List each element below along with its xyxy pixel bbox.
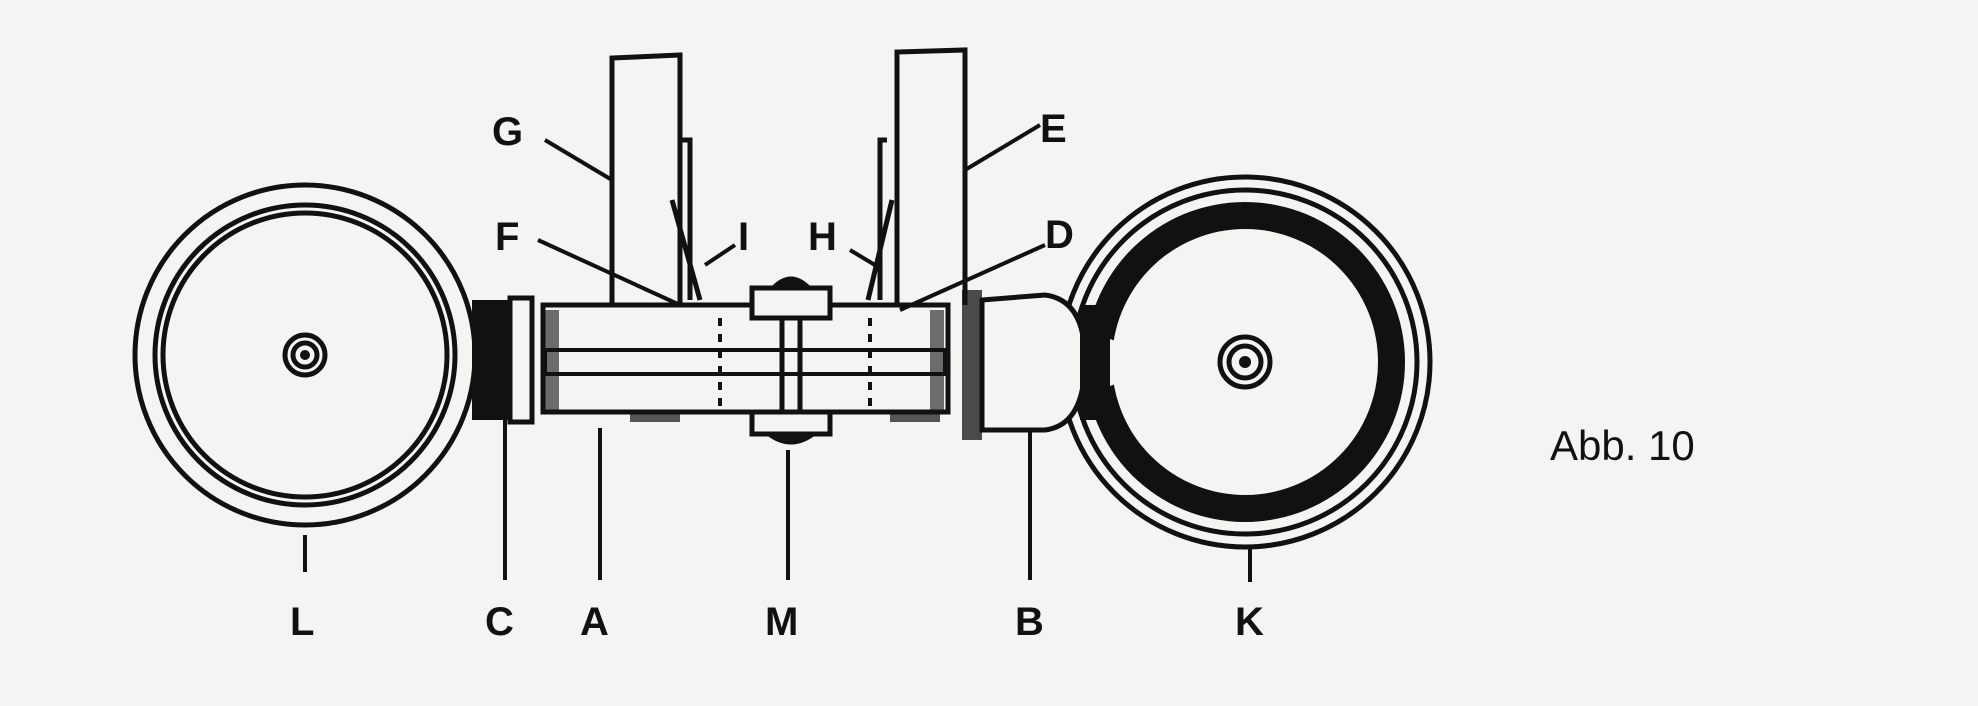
label-b: B: [1015, 600, 1044, 644]
leader-lines: [303, 123, 1252, 582]
label-k: K: [1235, 600, 1264, 644]
label-m: M: [765, 600, 798, 644]
label-l: L: [290, 600, 314, 644]
pillar-e: [865, 47, 968, 305]
cap-c: [472, 295, 535, 425]
label-h: H: [808, 215, 837, 259]
label-d: D: [1045, 213, 1074, 257]
wheel-l: [132, 182, 478, 528]
wheel-k: [1057, 174, 1433, 550]
pillar-g: [609, 52, 703, 305]
label-i: I: [738, 215, 749, 259]
axle-body-a: [540, 276, 951, 445]
label-c: C: [485, 600, 514, 644]
figure-caption: Abb. 10: [1550, 422, 1695, 469]
label-a: A: [580, 600, 609, 644]
label-g: G: [492, 110, 523, 154]
hub-b: [962, 290, 1110, 440]
label-e: E: [1040, 107, 1067, 151]
label-f: F: [495, 215, 519, 259]
